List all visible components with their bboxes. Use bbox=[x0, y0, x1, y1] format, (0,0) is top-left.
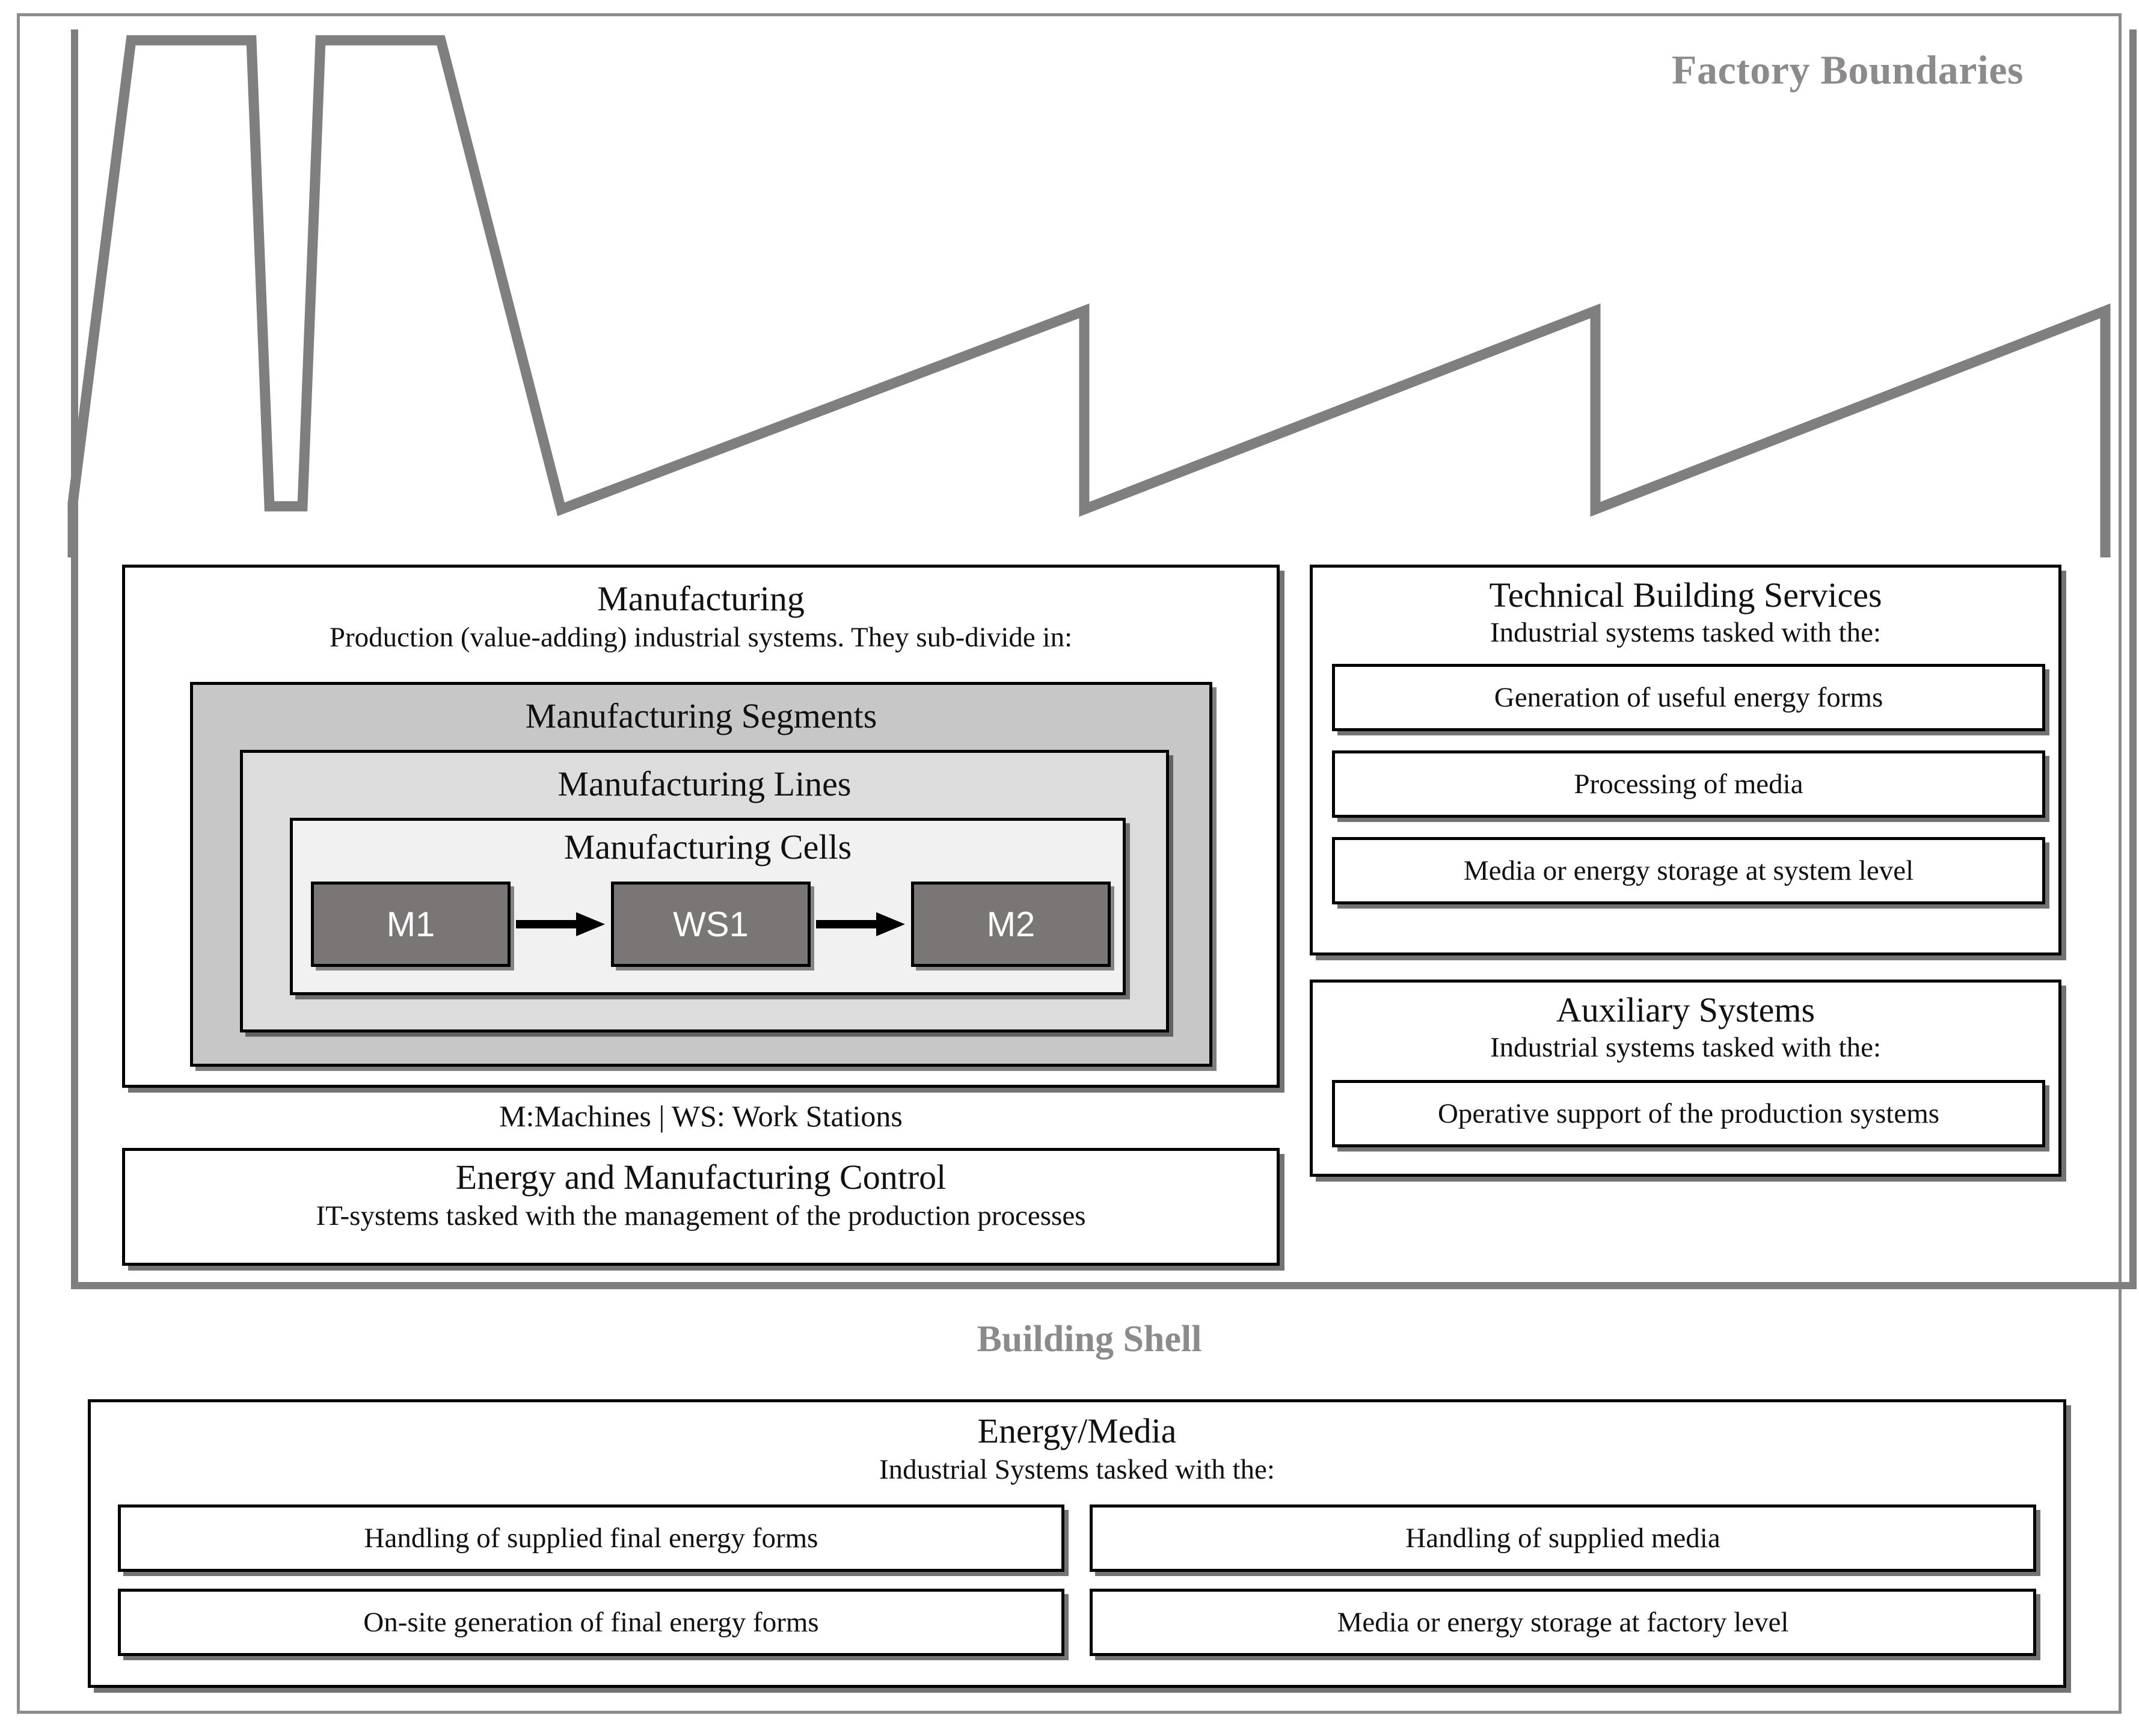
manufacturing-subtitle: Production (value-adding) industrial sys… bbox=[329, 622, 1073, 653]
technical-building-services-title: Technical Building Services bbox=[1489, 575, 1882, 615]
energy-manufacturing-control-title: Energy and Manufacturing Control bbox=[455, 1158, 947, 1197]
tbs-item-processing: Processing of media bbox=[1332, 750, 2045, 818]
manufacturing-lines-title: Manufacturing Lines bbox=[557, 764, 852, 803]
energy-media-title: Energy/Media bbox=[977, 1411, 1177, 1450]
manufacturing-cells-box: Manufacturing Cells M1 WS1 M2 bbox=[290, 818, 1126, 995]
manufacturing-panel: Manufacturing Production (value-adding) … bbox=[122, 565, 1280, 1088]
building-shell-label: Building Shell bbox=[977, 1319, 1202, 1360]
auxiliary-systems-subtitle: Industrial systems tasked with the: bbox=[1490, 1032, 1882, 1063]
tbs-item-generation: Generation of useful energy forms bbox=[1332, 664, 2045, 731]
unit-m1: M1 bbox=[311, 882, 511, 967]
flow-arrow-icon bbox=[815, 912, 906, 936]
technical-building-services-subtitle: Industrial systems tasked with the: bbox=[1490, 617, 1882, 648]
em-item-handling-media: Handling of supplied media bbox=[1090, 1504, 2036, 1572]
flow-arrow-icon bbox=[515, 912, 606, 936]
technical-building-services-panel: Technical Building Services Industrial s… bbox=[1310, 565, 2061, 955]
manufacturing-segments-box: Manufacturing Segments Manufacturing Lin… bbox=[190, 682, 1212, 1067]
auxiliary-systems-panel: Auxiliary Systems Industrial systems tas… bbox=[1310, 980, 2061, 1177]
manufacturing-cells-title: Manufacturing Cells bbox=[563, 827, 852, 866]
auxiliary-systems-items: Operative support of the production syst… bbox=[1332, 1080, 2045, 1147]
em-item-onsite-generation: On-site generation of final energy forms bbox=[118, 1589, 1064, 1656]
energy-media-panel: Energy/Media Industrial Systems tasked w… bbox=[88, 1399, 2066, 1688]
manufacturing-cells-flow: M1 WS1 M2 bbox=[311, 876, 1111, 972]
auxiliary-systems-title: Auxiliary Systems bbox=[1556, 990, 1815, 1029]
em-item-factory-storage: Media or energy storage at factory level bbox=[1090, 1589, 2036, 1656]
factory-boundary-box bbox=[71, 29, 2137, 1289]
machines-legend: M:Machines | WS: Work Stations bbox=[499, 1099, 903, 1133]
energy-media-subtitle: Industrial Systems tasked with the: bbox=[879, 1454, 1275, 1485]
tbs-item-storage: Media or energy storage at system level bbox=[1332, 837, 2045, 904]
manufacturing-title: Manufacturing bbox=[597, 579, 805, 618]
energy-manufacturing-control-subtitle: IT-systems tasked with the management of… bbox=[316, 1200, 1086, 1231]
factory-roofline-icon bbox=[67, 35, 2111, 557]
energy-manufacturing-control-panel: Energy and Manufacturing Control IT-syst… bbox=[122, 1148, 1280, 1266]
unit-m2: M2 bbox=[911, 882, 1111, 967]
page-frame: Factory Boundaries Manufacturing Product… bbox=[17, 13, 2137, 1714]
unit-ws1: WS1 bbox=[611, 882, 811, 967]
technical-building-services-items: Generation of useful energy forms Proces… bbox=[1332, 664, 2045, 924]
energy-media-items: Handling of supplied final energy forms … bbox=[118, 1504, 2036, 1656]
factory-boundaries-label: Factory Boundaries bbox=[1671, 47, 2024, 93]
manufacturing-lines-box: Manufacturing Lines Manufacturing Cells … bbox=[240, 750, 1169, 1032]
em-item-handling-energy: Handling of supplied final energy forms bbox=[118, 1504, 1064, 1572]
aux-item-operative-support: Operative support of the production syst… bbox=[1332, 1080, 2045, 1147]
manufacturing-segments-title: Manufacturing Segments bbox=[525, 696, 877, 735]
